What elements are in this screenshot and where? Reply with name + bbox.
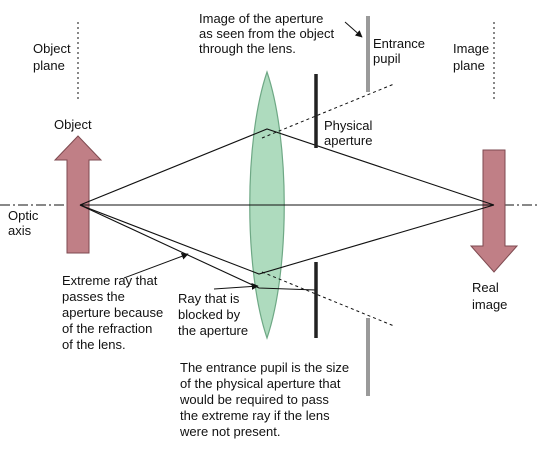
label-line: axis [8, 223, 32, 238]
label-line: Optic [8, 208, 39, 223]
extreme-ray-lower [79, 204, 495, 275]
label-line: plane [453, 58, 485, 73]
label-line: Image [453, 41, 489, 56]
real-image-arrow [469, 149, 519, 273]
label-line: the extreme ray if the lens [180, 408, 330, 423]
label-line: through the lens. [199, 41, 296, 56]
label-line: of the lens. [62, 337, 126, 352]
object-label: Object [54, 117, 92, 132]
label-line: aperture [324, 133, 372, 148]
label-line: Entrance [373, 36, 425, 51]
label-line: blocked by [178, 307, 241, 322]
extreme-ray-upper [79, 128, 495, 206]
label-line: aperture because [62, 305, 163, 320]
label-line: Object [33, 41, 71, 56]
label-line: Physical [324, 118, 373, 133]
label-line: image [472, 297, 507, 312]
object-plane-label: Object plane [33, 41, 71, 73]
object-arrow [53, 135, 103, 254]
label-line: of the refraction [62, 321, 152, 336]
image-plane-label: Image plane [453, 41, 489, 73]
label-line: were not present. [179, 424, 280, 439]
label-line: as seen from the object [199, 26, 335, 41]
label-line: Extreme ray that [62, 273, 158, 288]
pointer-entrance-pupil [344, 21, 363, 38]
label-line: Ray that is [178, 291, 240, 306]
label-line: Image of the aperture [199, 11, 323, 26]
pointer-extreme-ray [123, 252, 189, 279]
label-line: of the physical aperture that [180, 376, 341, 391]
label-line: Real [472, 280, 499, 295]
label-line: the aperture [178, 323, 248, 338]
label-line: plane [33, 58, 65, 73]
pointer-blocked-ray [213, 282, 259, 290]
extension-line-lower [261, 271, 395, 327]
blocked-ray [79, 204, 317, 291]
label-line: passes the [62, 289, 125, 304]
real-image-label: Real image [472, 280, 507, 312]
label-line: The entrance pupil is the size [180, 360, 349, 375]
label-line: pupil [373, 51, 401, 66]
label-line: would be required to pass [179, 392, 329, 407]
